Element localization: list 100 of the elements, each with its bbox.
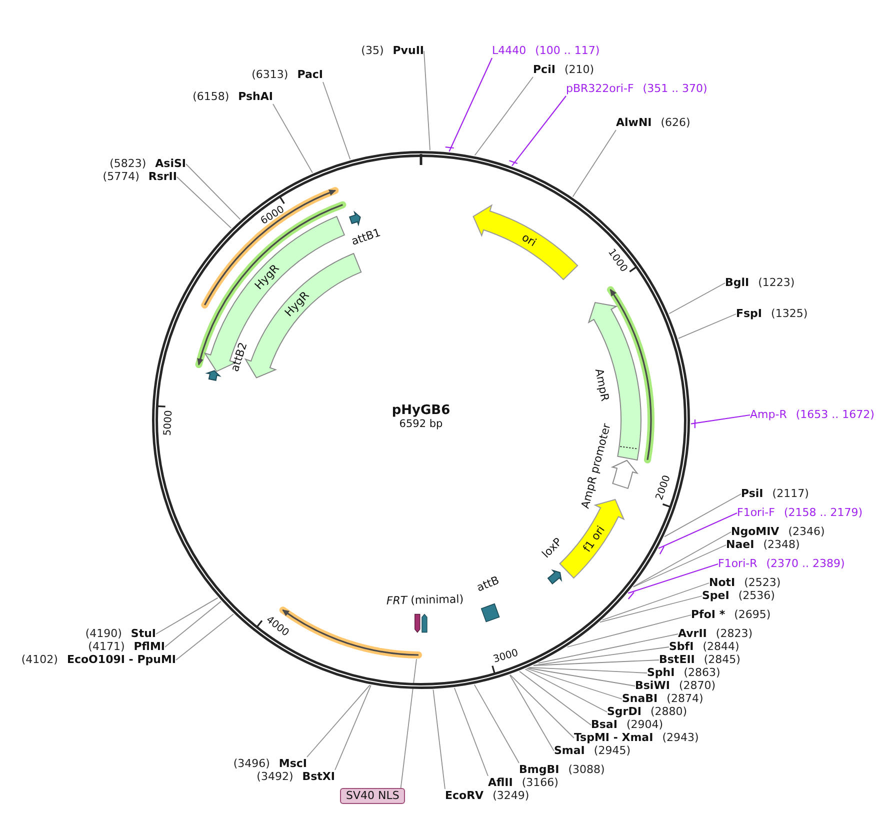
enzyme-name: BmgBI xyxy=(519,763,560,777)
leader-line xyxy=(664,494,742,538)
leader-line xyxy=(306,684,370,758)
site-position: (2536) xyxy=(738,589,775,603)
site-position: (2348) xyxy=(763,538,800,552)
leader-line xyxy=(538,634,678,664)
leader-line xyxy=(509,674,554,752)
site-position: (2695) xyxy=(734,608,771,622)
plasmid-size: 6592 bp xyxy=(399,418,443,432)
primer-name: Amp-R xyxy=(750,408,787,422)
leader-line xyxy=(510,674,574,738)
plasmid-name: pHyGB6 xyxy=(392,403,450,418)
enzyme-name: PvuII xyxy=(392,44,424,58)
leader-line xyxy=(519,670,592,726)
leader-line xyxy=(454,687,488,776)
leader-line xyxy=(272,104,313,174)
primer-position: (351 .. 370) xyxy=(642,82,708,96)
leader-line xyxy=(528,666,648,674)
site-position: (2945) xyxy=(594,744,630,758)
site-position: (2904) xyxy=(626,718,664,732)
primer-name: F1ori-F xyxy=(737,506,775,520)
primer-position: (2370 .. 2389) xyxy=(766,557,845,571)
tick-label: 3000 xyxy=(492,648,520,666)
enzyme-name: PciI xyxy=(533,63,556,77)
leader-line xyxy=(400,658,417,788)
leader-line xyxy=(628,563,719,600)
site-position: (2863) xyxy=(684,666,720,680)
leader-line xyxy=(186,164,241,220)
leader-line xyxy=(602,582,710,620)
site-position: (5823) xyxy=(110,157,146,171)
enzyme-name: TspMI - XmaI xyxy=(574,731,654,745)
enzyme-name: NaeI xyxy=(726,538,754,552)
leader-line xyxy=(322,82,351,160)
leader-line xyxy=(668,282,726,314)
primer-name: L4440 xyxy=(492,44,526,58)
site-position: (35) xyxy=(361,44,384,58)
enzyme-name: BstEII xyxy=(659,653,695,667)
feature-label: f1 ori xyxy=(580,523,608,554)
enzyme-name: PfoI * xyxy=(691,608,726,622)
enzyme-name: SphI xyxy=(647,666,675,680)
feature-label: attB2 xyxy=(228,340,250,374)
enzyme-name: EcoO109I - PpuMI xyxy=(66,653,176,667)
feature-label: attB1 xyxy=(350,226,382,248)
enzyme-name: SmaI xyxy=(554,744,585,758)
site-position: (4190) xyxy=(85,627,122,641)
site-position: (2874) xyxy=(666,692,704,706)
enzyme-name: AsiSI xyxy=(155,157,186,171)
leader-line xyxy=(508,95,567,166)
enzyme-name: PflMI xyxy=(134,640,165,654)
enzyme-name: BsaI xyxy=(591,718,618,732)
enzyme-name: SbfI xyxy=(669,640,694,654)
site-position: (2346) xyxy=(788,525,825,539)
enzyme-name: EcoRV xyxy=(445,789,484,803)
site-position: (3088) xyxy=(568,763,605,777)
leader-line xyxy=(658,512,738,555)
leader-line xyxy=(334,684,372,770)
enzyme-name: AflII xyxy=(488,776,513,790)
site-position: (6313) xyxy=(252,68,288,82)
leader-line xyxy=(176,614,234,660)
feature-label: ori xyxy=(520,230,539,250)
feature-label: AmpR xyxy=(592,368,612,402)
enzyme-name: NgoMIV xyxy=(731,525,780,539)
enzyme-name: SgrDI xyxy=(607,705,642,719)
enzyme-name: MscI xyxy=(278,757,307,771)
site-position: (2844) xyxy=(702,640,740,654)
primer-name: pBR322ori-F xyxy=(566,82,634,96)
enzyme-name: AvrII xyxy=(678,627,707,641)
tick-label: 5000 xyxy=(162,410,176,436)
leader-line xyxy=(424,50,430,151)
site-position: (3492) xyxy=(256,770,294,784)
leader-line xyxy=(678,314,736,339)
site-position: (3496) xyxy=(233,757,270,771)
site-position: (2523) xyxy=(744,576,781,590)
leader-line xyxy=(527,668,636,686)
enzyme-name: BglI xyxy=(725,276,750,290)
enzyme-name: FspI xyxy=(736,307,762,321)
site-position: (2823) xyxy=(716,627,752,641)
enzyme-name: BsiWI xyxy=(635,679,670,693)
site-position: (4102) xyxy=(21,653,58,667)
site-position: (2870) xyxy=(678,679,716,693)
enzyme-name: PshAI xyxy=(238,90,273,104)
feature-tag: SV40 NLS xyxy=(340,788,406,804)
leader-line xyxy=(176,176,232,229)
enzyme-name: StuI xyxy=(130,627,156,641)
leader-line xyxy=(632,544,726,588)
enzyme-name: AlwNI xyxy=(616,116,652,130)
primer-position: (100 .. 117) xyxy=(535,44,600,58)
site-position: (210) xyxy=(564,63,594,77)
feature-label: attB xyxy=(474,574,501,594)
site-position: (2845) xyxy=(704,653,740,667)
leader-line xyxy=(156,597,218,634)
enzyme-name: PsiI xyxy=(741,487,764,501)
leader-line xyxy=(566,614,692,648)
site-position: (2117) xyxy=(772,487,809,501)
leader-line xyxy=(526,668,622,700)
leader-line xyxy=(524,668,608,712)
site-position: (5774) xyxy=(102,170,140,184)
enzyme-name: SpeI xyxy=(702,589,730,603)
enzyme-name: RsrII xyxy=(148,170,177,184)
leader-line xyxy=(533,646,670,666)
